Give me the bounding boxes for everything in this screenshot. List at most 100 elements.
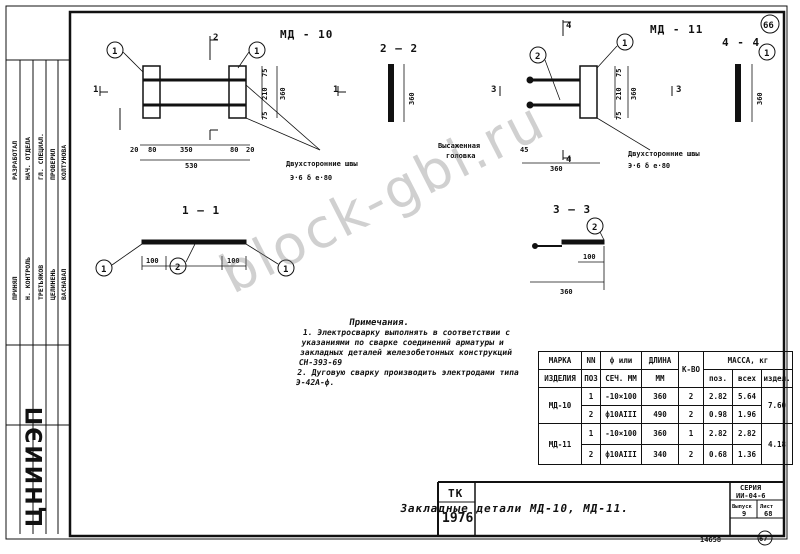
dim: 80 (148, 146, 156, 154)
table-row: МД-10 1 -10×100 360 2 2.82 5.64 7.60 (538, 387, 793, 424)
col-header: МАРКА (538, 351, 582, 370)
dim: 75 (261, 69, 269, 77)
callout-1: 1 (101, 265, 106, 275)
stamp-role: НАЧ. ОТДЕЛА (24, 137, 32, 180)
cell: 340 (641, 443, 679, 465)
upset-head-label: Высаженная (438, 142, 480, 150)
cell: -10×100 (600, 387, 642, 406)
section-mark: 3 (491, 85, 496, 95)
dim: 100 (146, 257, 159, 265)
callout-circle (529, 46, 547, 64)
col-header: ИЗДЕЛИЯ (538, 369, 582, 388)
cell: 360 (641, 387, 679, 406)
dim: 530 (185, 162, 198, 170)
md11-title: МД - 11 (650, 23, 703, 36)
cell: 2 (678, 387, 704, 406)
col-header: всех (732, 369, 762, 388)
cell: 1.96 (732, 405, 762, 424)
section-11 (111, 239, 279, 270)
cell: 7.60 (761, 387, 793, 424)
inventory-no: 14658 (700, 536, 721, 544)
section-title: 1 — 1 (182, 204, 220, 217)
md11-dims: 45 360 75 210 360 75 (520, 69, 638, 173)
cell: 0.98 (703, 405, 733, 424)
page-no-circle (757, 530, 773, 546)
callout-1: 1 (764, 49, 769, 59)
callout-circle (586, 217, 604, 235)
title-block-tk-no: 1976 (442, 511, 473, 526)
cell: МД-11 (538, 423, 582, 465)
dim: 360 (630, 87, 638, 100)
table-row: МД-11 1 -10×100 360 1 2.82 2.82 4.18 (538, 423, 793, 465)
callout-1: 1 (112, 47, 117, 57)
dim: 80 (230, 146, 238, 154)
stamp-name: ЦЕЛИНЕНЬ (49, 269, 57, 300)
callout-1: 1 (622, 39, 627, 49)
stamp-name: КОЛТУНОВА (60, 145, 68, 180)
col-header: ф или (600, 351, 642, 370)
outer-frame (5, 5, 788, 540)
series-label: СЕРИЯ (740, 484, 761, 492)
cell: 2 (678, 443, 704, 465)
dim: 45 (520, 146, 528, 154)
weld-formula: Э·6 δ е·80 (290, 174, 332, 182)
stamp-name: ТРЕТЬЯКОВ (37, 265, 45, 300)
notes-title: Примечания. (348, 318, 410, 328)
stamp-role: РАЗРАБОТАЛ (11, 141, 19, 180)
upset-head-label: головка (446, 152, 476, 160)
dim: 360 (756, 92, 764, 105)
section-mark: 2 (213, 33, 218, 43)
cell: 1 (581, 387, 601, 406)
md11-view (499, 20, 673, 164)
section-title: 3 — 3 (553, 203, 591, 216)
dim: 100 (227, 257, 240, 265)
weld-label: Двухсторонние швы (628, 150, 700, 158)
vyp-value: 9 (742, 510, 746, 518)
section-mark: 1 (333, 85, 338, 95)
note-1: 1. Электросварку выполнять в соответстви… (298, 328, 513, 367)
cell: 490 (641, 405, 679, 424)
callout-2: 2 (175, 263, 180, 273)
dim: 75 (615, 112, 623, 120)
callout-circle (616, 33, 634, 51)
sheet-no: 66 (763, 21, 774, 31)
dim: 75 (615, 69, 623, 77)
col-header: поз. (703, 369, 733, 388)
cell: 2 (581, 443, 601, 465)
callout-circle (277, 259, 295, 277)
callout-1: 1 (283, 265, 288, 275)
list-label: Лист (760, 504, 773, 510)
dim: 210 (615, 87, 623, 100)
col-header: ДЛИНА (641, 351, 679, 370)
sheet-no-circle (760, 14, 780, 34)
dim: 20 (246, 146, 254, 154)
section-title: 4 - 4 (722, 36, 760, 49)
stamp-role: ГЛ. СПЕЦИАЛ. (37, 133, 45, 180)
title-block-title: Закладные детали МД-10, МД-11. (399, 502, 630, 515)
md10-view (99, 36, 346, 161)
title-block-tk: ТК (448, 487, 463, 500)
weld-formula: Э·6 δ е·80 (628, 162, 670, 170)
callout-2: 2 (592, 223, 597, 233)
stamp-org: ЦНИИЭП (23, 405, 48, 527)
cell: 2.82 (703, 387, 733, 406)
cell: 360 (641, 423, 679, 445)
cell: 2 (678, 405, 704, 424)
cell: 1.36 (732, 443, 762, 465)
cell: 0.68 (703, 443, 733, 465)
plate-side (388, 64, 394, 122)
cell: 2.82 (732, 423, 762, 445)
cell: МД-10 (538, 387, 582, 424)
cell: ф10АIII (600, 405, 642, 424)
left-stamp (6, 59, 70, 534)
dim: 360 (560, 288, 573, 296)
page-no: 67 (759, 535, 767, 543)
weld-label: Двухсторонние швы (286, 160, 358, 168)
cell: 1 (581, 423, 601, 445)
table-row: 2 ф10АIII 340 2 0.68 1.36 (539, 443, 793, 465)
section-mark: 1 (93, 85, 98, 95)
col-header: ММ (641, 369, 679, 388)
cell: 5.64 (732, 387, 762, 406)
cell: -10×100 (600, 423, 642, 445)
